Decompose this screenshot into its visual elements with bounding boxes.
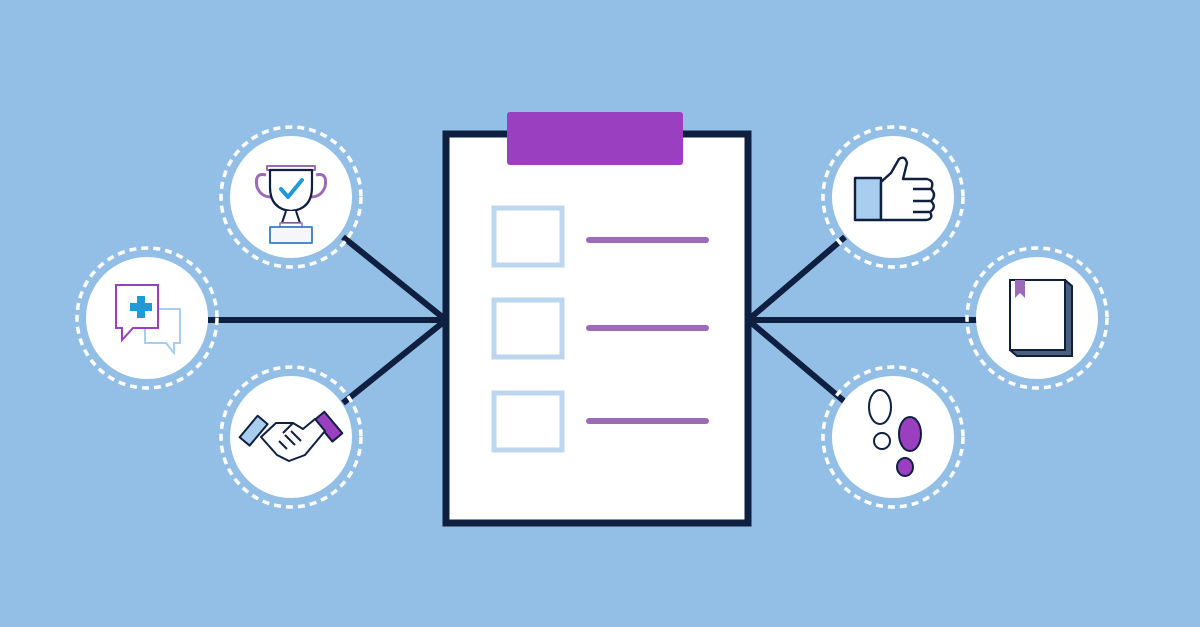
- checklist-item[interactable]: [491, 390, 709, 453]
- thumbs-up-icon: [853, 156, 936, 222]
- handshake-badge: [219, 365, 363, 509]
- clipboard: [442, 112, 752, 527]
- checkbox[interactable]: [491, 390, 565, 453]
- checkbox[interactable]: [491, 205, 565, 268]
- book-badge: [965, 246, 1109, 390]
- trophy-icon: [254, 165, 328, 244]
- handshake-icon: [238, 410, 344, 462]
- footprints-badge: [821, 365, 965, 509]
- connector-thumbs: [746, 234, 847, 323]
- checkbox[interactable]: [491, 297, 565, 360]
- checklist-item[interactable]: [491, 205, 709, 268]
- connector-handshake: [341, 317, 448, 406]
- book-icon: [1009, 279, 1073, 357]
- clipboard-clip: [507, 112, 683, 165]
- chat-plus-icon: [115, 284, 181, 356]
- trophy-badge: [219, 125, 363, 269]
- connector-footprints: [746, 317, 847, 405]
- chat-badge: [75, 246, 219, 390]
- thumbs-up-badge: [821, 125, 965, 269]
- connector-trophy: [341, 234, 448, 323]
- connectors: [208, 234, 978, 406]
- footprints-icon: [868, 389, 922, 477]
- checklist-item[interactable]: [491, 297, 709, 360]
